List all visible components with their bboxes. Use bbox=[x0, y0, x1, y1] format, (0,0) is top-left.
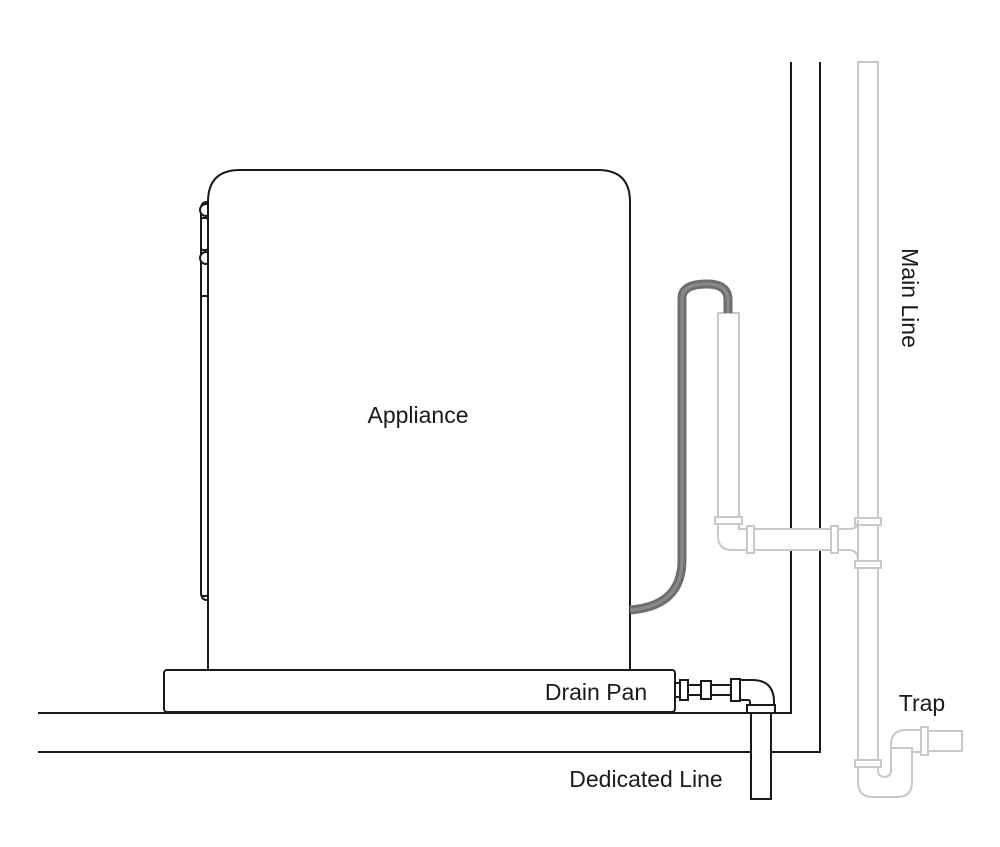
drain-pan-outlet bbox=[674, 678, 776, 800]
trap-outlet-pipe bbox=[927, 730, 963, 752]
outlet-pipe-2 bbox=[710, 684, 732, 696]
drain-pan: Drain Pan bbox=[163, 669, 676, 713]
main-line-tee-body bbox=[857, 524, 879, 562]
outlet-coupling bbox=[730, 678, 741, 702]
dedicated-line-coupling bbox=[746, 704, 776, 714]
outlet-union bbox=[700, 680, 712, 700]
trap-outlet-elbow bbox=[890, 729, 926, 753]
standpipe-elbow bbox=[717, 523, 750, 551]
appliance-label: Appliance bbox=[367, 402, 468, 428]
drain-hose bbox=[629, 279, 733, 615]
appliance-control-panel bbox=[200, 217, 209, 251]
dedicated-line-pipe bbox=[750, 712, 772, 800]
branch-coupling-left bbox=[746, 525, 755, 554]
trap-coupling-left bbox=[854, 759, 882, 768]
outlet-elbow bbox=[739, 679, 775, 709]
main-line-upper bbox=[857, 61, 879, 521]
main-line-label: Main Line bbox=[897, 248, 923, 348]
outlet-pipe bbox=[687, 684, 702, 696]
branch-horizontal bbox=[753, 528, 833, 551]
dedicated-line-label: Dedicated Line bbox=[569, 766, 722, 792]
outlet-nut bbox=[679, 679, 689, 701]
standpipe-coupling bbox=[714, 516, 743, 525]
standpipe-assembly bbox=[714, 312, 859, 562]
branch-coupling-right bbox=[830, 525, 839, 554]
main-line-pipe bbox=[854, 61, 963, 798]
lower-floor-line bbox=[38, 62, 821, 753]
trap-coupling-right bbox=[920, 726, 929, 756]
appliance-cabinet bbox=[207, 169, 631, 670]
standpipe-vertical bbox=[717, 312, 740, 521]
drain-pan-label: Drain Pan bbox=[545, 679, 647, 705]
main-line-coupling-bottom bbox=[854, 560, 882, 569]
appliance: Appliance bbox=[199, 169, 631, 670]
main-line-lower bbox=[857, 567, 879, 766]
trap-label: Trap bbox=[899, 690, 945, 716]
branch-tee-joint bbox=[837, 519, 859, 562]
appliance-door-seam bbox=[200, 295, 209, 597]
drain-hose-inner bbox=[629, 282, 730, 612]
